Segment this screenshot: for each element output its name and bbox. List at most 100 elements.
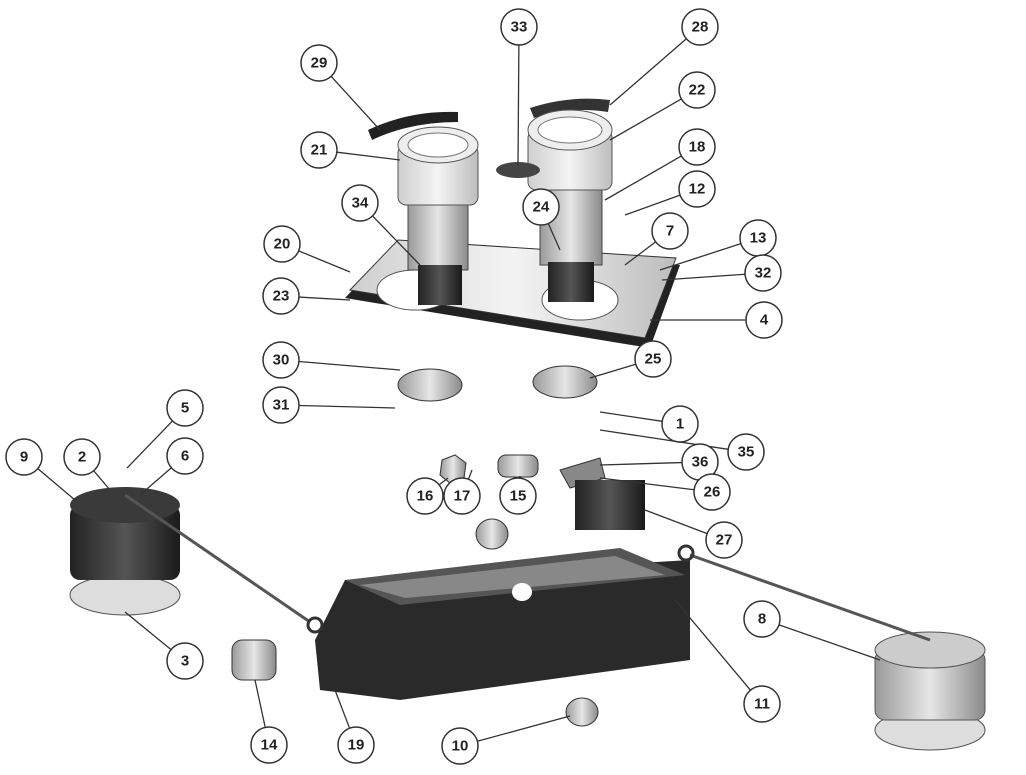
callout-circle — [166, 389, 204, 427]
leader-line — [37, 468, 76, 501]
leader-line — [604, 155, 682, 201]
callout-circle — [441, 727, 479, 765]
spring-15 — [497, 454, 539, 478]
callout-30: 30 — [262, 341, 401, 379]
callout-29: 29 — [300, 44, 381, 131]
callout-circle — [678, 128, 716, 166]
callout-number: 29 — [311, 55, 328, 72]
leader-line — [139, 467, 172, 496]
leader-line — [254, 679, 266, 728]
callout-number: 11 — [754, 696, 770, 713]
leader-line — [517, 44, 520, 166]
callout-11: 11 — [674, 599, 781, 723]
callout-circle — [443, 477, 481, 515]
callout-number: 23 — [273, 288, 290, 305]
cap-right — [677, 544, 986, 751]
callout-circle — [262, 386, 300, 424]
callout-13: 13 — [659, 219, 777, 271]
callout-circle — [745, 301, 783, 339]
callout-circle — [262, 277, 300, 315]
leader-line — [661, 273, 746, 281]
leader-line — [589, 363, 636, 379]
callout-number: 33 — [511, 19, 528, 36]
callout-number: 9 — [20, 449, 28, 466]
leader-line — [599, 477, 695, 491]
leader-line — [93, 470, 111, 491]
leader-line — [778, 624, 881, 661]
callout-number: 31 — [273, 397, 290, 414]
callout-18: 18 — [604, 128, 716, 201]
callout-circle — [499, 477, 537, 515]
callout-number: 10 — [452, 738, 469, 755]
callout-16: 16 — [406, 477, 449, 515]
callout-circle — [693, 473, 731, 511]
connector-right — [527, 109, 613, 302]
callout-26: 26 — [599, 473, 731, 511]
leader-line — [438, 477, 449, 486]
leader-line — [477, 715, 571, 742]
plug-cap — [475, 518, 509, 550]
callout-number: 8 — [758, 611, 766, 628]
callout-circle — [300, 44, 338, 82]
callout-34: 34 — [341, 184, 421, 266]
callout-number: 5 — [181, 400, 189, 417]
callout-number: 2 — [78, 449, 86, 466]
callout-number: 12 — [689, 181, 706, 198]
connector-left — [397, 126, 479, 305]
callout-number: 35 — [738, 444, 755, 461]
callout-number: 20 — [274, 236, 291, 253]
label-plate-29 — [368, 111, 458, 140]
callout-number: 1 — [676, 416, 684, 433]
callout-10: 10 — [441, 715, 571, 765]
leader-line — [298, 250, 351, 273]
leader-line — [624, 194, 681, 216]
leader-line — [124, 611, 172, 651]
callout-24: 24 — [522, 188, 561, 251]
callout-circle — [678, 71, 716, 109]
callout-number: 3 — [181, 653, 189, 670]
callout-number: 14 — [261, 737, 278, 754]
callout-circle — [406, 477, 444, 515]
callout-4: 4 — [650, 301, 783, 339]
leader-line — [298, 296, 351, 301]
callout-number: 26 — [704, 484, 721, 501]
leader-line — [126, 420, 173, 469]
callout-number: 13 — [750, 230, 767, 247]
callout-32: 32 — [661, 254, 782, 292]
callout-8: 8 — [743, 600, 881, 661]
callout-circle — [263, 225, 301, 263]
callout-circle — [262, 341, 300, 379]
callout-number: 7 — [666, 223, 674, 240]
cap-left — [69, 487, 324, 634]
callout-circle — [727, 433, 765, 471]
callout-6: 6 — [139, 437, 204, 496]
callout-22: 22 — [609, 71, 716, 141]
callout-28: 28 — [609, 8, 719, 106]
plug-10 — [565, 697, 599, 727]
contact-disc-right — [532, 365, 598, 399]
leader-line — [624, 241, 657, 266]
callout-number: 16 — [417, 488, 434, 505]
callout-33: 33 — [500, 8, 538, 166]
callout-circle — [634, 340, 672, 378]
leader-line — [547, 223, 561, 251]
leader-line — [467, 469, 473, 480]
leader-line — [298, 404, 396, 409]
callout-12: 12 — [624, 170, 716, 216]
callout-9: 9 — [5, 438, 76, 501]
callout-19: 19 — [334, 689, 375, 764]
callout-number: 15 — [510, 488, 527, 505]
callout-number: 32 — [755, 265, 772, 282]
callout-number: 4 — [760, 312, 769, 329]
contact-disc-left — [397, 368, 463, 402]
leader-line — [330, 75, 381, 131]
callout-circle — [337, 726, 375, 764]
callout-circle — [522, 188, 560, 226]
callout-number: 21 — [311, 142, 328, 159]
callout-21: 21 — [300, 131, 401, 169]
callout-27: 27 — [644, 509, 743, 559]
callout-circle — [500, 8, 538, 46]
callout-circle — [63, 438, 101, 476]
